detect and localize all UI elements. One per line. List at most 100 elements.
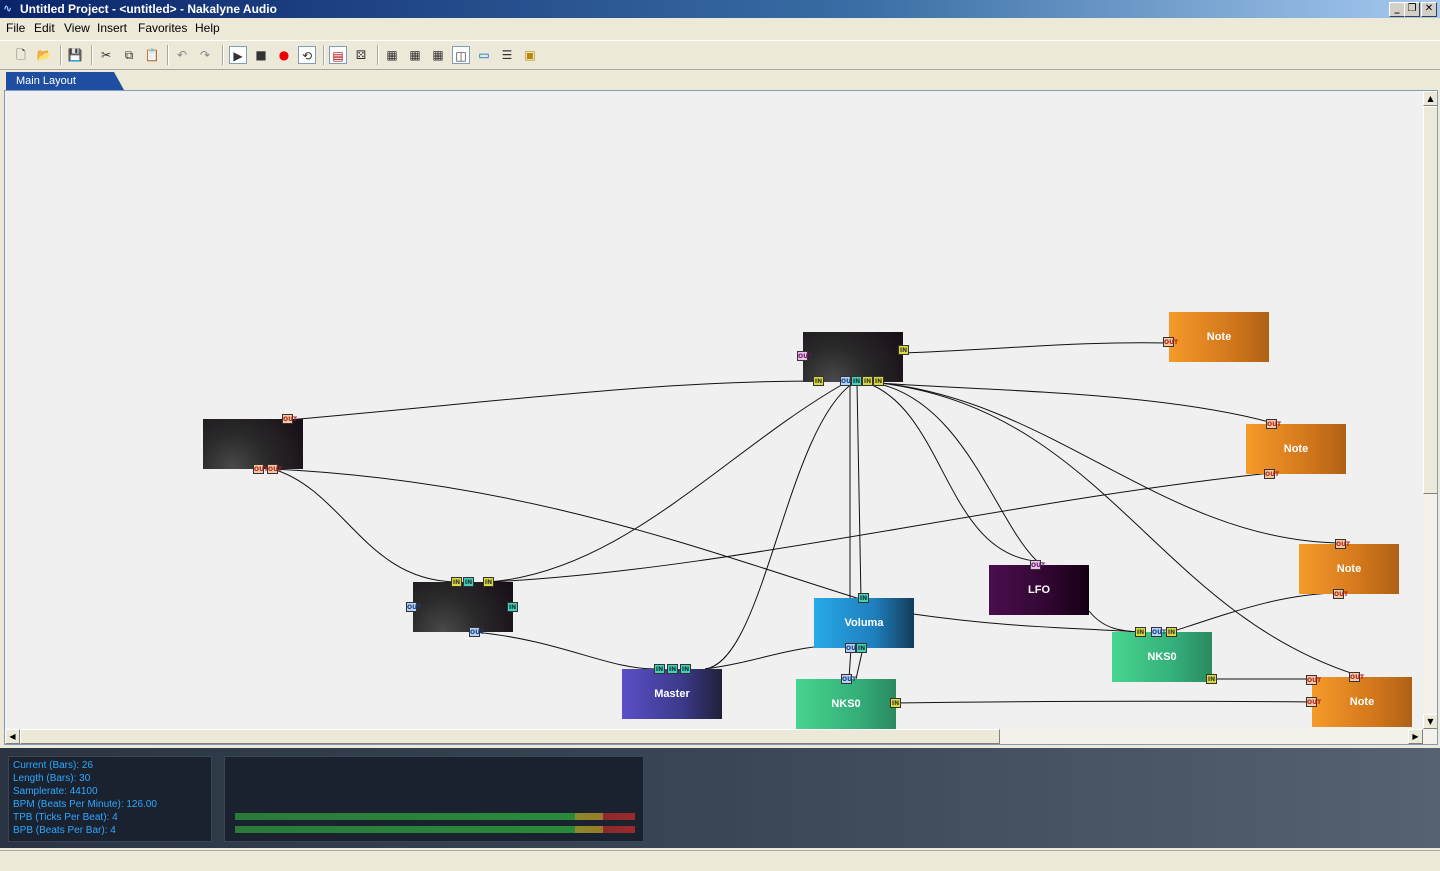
port-in[interactable]: IN	[873, 376, 884, 386]
port-in[interactable]: IN	[856, 643, 867, 653]
wire	[272, 468, 861, 600]
port-out[interactable]: OUT	[1306, 697, 1322, 707]
scroll-up-icon[interactable]: ▲	[1423, 91, 1437, 106]
open-folder-icon[interactable]: 📂	[36, 48, 52, 62]
stop-icon[interactable]: ■	[255, 48, 267, 62]
module-node-left[interactable]	[203, 419, 303, 469]
port-in[interactable]: IN	[1206, 674, 1217, 684]
port-out[interactable]: OUT	[406, 602, 422, 612]
vertical-scroll-thumb[interactable]	[1423, 106, 1437, 494]
port-out[interactable]: OUT	[1333, 589, 1349, 599]
port-in[interactable]: IN	[862, 376, 873, 386]
port-in[interactable]: IN	[1166, 627, 1177, 637]
note-node-4[interactable]: Note	[1312, 677, 1412, 727]
status-bar	[0, 850, 1440, 871]
menu-insert[interactable]: Insert	[97, 21, 128, 35]
port-in[interactable]: IN	[813, 376, 824, 386]
wire	[488, 472, 1272, 583]
port-out[interactable]: OUT	[1266, 419, 1282, 429]
port-in[interactable]: IN	[898, 345, 909, 355]
port-out[interactable]: OUT	[1030, 560, 1046, 570]
save-icon[interactable]: 💾	[67, 48, 83, 62]
scroll-right-icon[interactable]: ▶	[1408, 729, 1423, 744]
port-out[interactable]: OUT	[1349, 672, 1365, 682]
port-in[interactable]: IN	[851, 376, 862, 386]
pattern-icon[interactable]: ⚄	[355, 48, 367, 62]
level-meter-right	[235, 826, 635, 833]
port-out[interactable]: OUT	[1264, 469, 1280, 479]
lfo-node[interactable]: LFO	[989, 565, 1089, 615]
port-out[interactable]: OUT	[845, 643, 861, 653]
port-out[interactable]: OUT	[1306, 675, 1322, 685]
redo-icon[interactable]: ↷	[199, 48, 211, 62]
port-in[interactable]: IN	[483, 577, 494, 587]
bpb: BPB (Beats Per Bar): 4	[13, 825, 116, 836]
record-icon[interactable]: ●	[278, 48, 290, 62]
view-7-icon[interactable]: ▣	[524, 48, 536, 62]
vertical-scrollbar[interactable]: ▲ ▼	[1423, 91, 1437, 744]
toolbar-separator	[91, 45, 93, 65]
port-out[interactable]: OUT	[841, 674, 857, 684]
view-6-icon[interactable]: ☰	[501, 48, 513, 62]
port-in[interactable]: IN	[451, 577, 462, 587]
port-in[interactable]: IN	[654, 664, 665, 674]
menu-view[interactable]: View	[64, 21, 90, 35]
port-out[interactable]: OUT	[840, 376, 856, 386]
port-in[interactable]: IN	[1135, 627, 1146, 637]
view-2-icon[interactable]: ▦	[409, 48, 421, 62]
note-node-1[interactable]: Note	[1169, 312, 1269, 362]
layout-canvas[interactable]: OUT IN IN OUT IN IN IN OUT OUT OUT IN IN…	[4, 90, 1438, 745]
module-node-top[interactable]	[803, 332, 903, 382]
view-1-icon[interactable]: ▦	[386, 48, 398, 62]
view-5-icon[interactable]: ▭	[478, 48, 490, 62]
menu-help[interactable]: Help	[195, 21, 220, 35]
minimize-button[interactable]: _	[1389, 2, 1405, 17]
cut-icon[interactable]: ✂	[100, 48, 112, 62]
window-title: Untitled Project - <untitled> - Nakalyne…	[20, 2, 277, 16]
port-out[interactable]: OUT	[1151, 627, 1167, 637]
port-out[interactable]: OUT	[1163, 337, 1179, 347]
tab-main-layout[interactable]: Main Layout	[6, 72, 124, 90]
port-in[interactable]: IN	[667, 664, 678, 674]
horizontal-scroll-thumb[interactable]	[20, 729, 1000, 744]
new-file-icon[interactable]: 🗋	[16, 48, 26, 62]
port-out[interactable]: OUT	[469, 627, 485, 637]
port-out[interactable]: OUT	[253, 464, 269, 474]
menu-edit[interactable]: Edit	[34, 21, 55, 35]
note-node-2[interactable]: Note	[1246, 424, 1346, 474]
port-in[interactable]: IN	[507, 602, 518, 612]
play-icon[interactable]: ▶	[229, 46, 247, 64]
nks0-node-bottom[interactable]: NKS0	[796, 679, 896, 729]
restore-button[interactable]: ❐	[1404, 2, 1420, 17]
loop-icon[interactable]: ⟲	[298, 46, 316, 64]
horizontal-scrollbar[interactable]: ◀ ▶	[5, 729, 1423, 744]
view-4-icon[interactable]: ◫	[452, 46, 470, 64]
title-bar: ∿ Untitled Project - <untitled> - Nakaly…	[0, 0, 1440, 18]
scroll-left-icon[interactable]: ◀	[5, 729, 20, 744]
paste-icon[interactable]: 📋	[144, 48, 160, 62]
port-out[interactable]: OUT	[1335, 539, 1351, 549]
menu-favorites[interactable]: Favorites	[138, 21, 188, 35]
copy-icon[interactable]: ⧉	[124, 48, 134, 62]
nks0-node-right[interactable]: NKS0	[1112, 632, 1212, 682]
app-icon: ∿	[3, 2, 13, 15]
port-in[interactable]: IN	[890, 698, 901, 708]
scroll-down-icon[interactable]: ▼	[1423, 714, 1437, 729]
note-node-3[interactable]: Note	[1299, 544, 1399, 594]
port-out[interactable]: OUT	[282, 414, 298, 424]
master-node[interactable]: Master	[622, 669, 722, 719]
port-in[interactable]: IN	[858, 593, 869, 603]
close-button[interactable]: ✕	[1421, 2, 1437, 17]
module-node-mid[interactable]	[413, 582, 513, 632]
mixer-icon[interactable]: ▤	[329, 46, 347, 64]
voluma-node[interactable]: Voluma	[814, 598, 914, 648]
wire	[287, 380, 819, 421]
port-in[interactable]: IN	[463, 577, 474, 587]
menu-bar: File Edit View Insert Favorites Help	[0, 18, 1440, 38]
port-out[interactable]: OUT	[267, 464, 283, 474]
undo-icon[interactable]: ↶	[176, 48, 188, 62]
menu-file[interactable]: File	[6, 21, 26, 35]
view-3-icon[interactable]: ▦	[432, 48, 444, 62]
port-in[interactable]: IN	[680, 664, 691, 674]
port-out[interactable]: OUT	[797, 351, 813, 361]
